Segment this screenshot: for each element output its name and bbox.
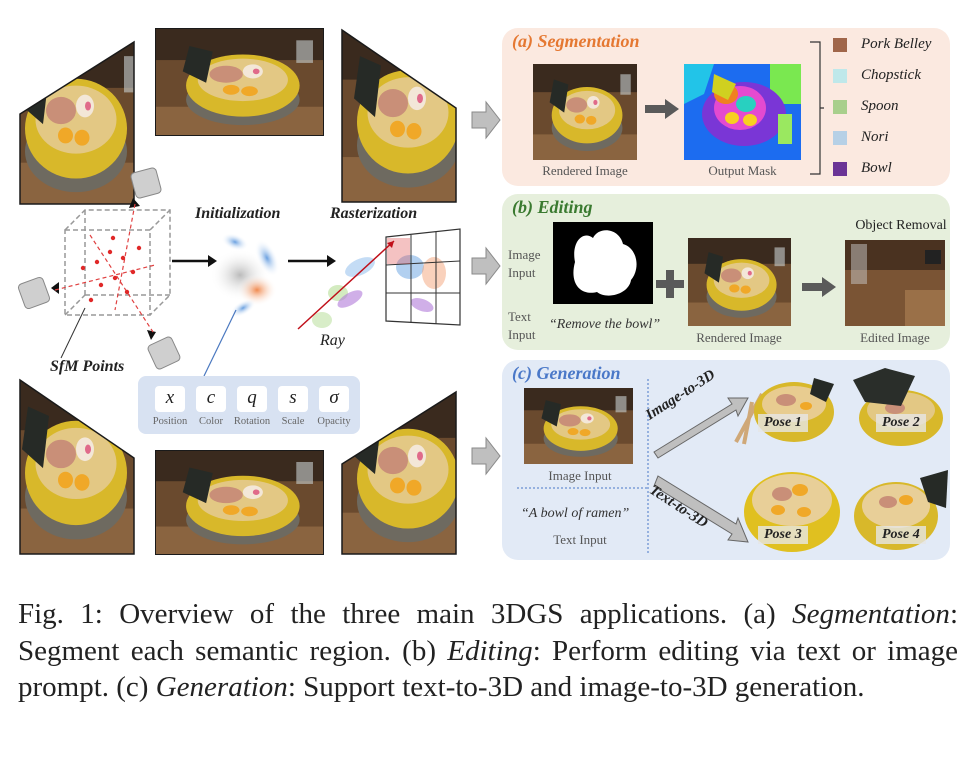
- pose-1-label: Pose 1: [758, 414, 808, 432]
- arrow-segmentation: [645, 99, 679, 119]
- arrow-to-generation: [471, 436, 501, 476]
- param-symbol: c: [196, 386, 226, 412]
- param-label: Scale: [281, 416, 305, 427]
- arrow-to-initialization: [172, 255, 217, 267]
- figure-caption: Fig. 1: Overview of the three main 3DGS …: [18, 598, 959, 703]
- arrow-to-editing: [471, 246, 501, 286]
- param-symbol: s: [278, 386, 308, 412]
- legend-swatch: [833, 130, 847, 145]
- legend-item: Bowl: [833, 160, 892, 177]
- segmentation-rendered-label: Rendered Image: [542, 163, 628, 178]
- param-symbol: q: [237, 386, 267, 412]
- pose-3-label: Pose 3: [758, 526, 808, 544]
- pose-2-image: [853, 368, 943, 446]
- camera-view-top-right: [341, 28, 457, 203]
- legend-bracket: [810, 41, 824, 175]
- generation-dividers: [517, 379, 649, 553]
- generation-text-input-label: Text Input: [553, 532, 607, 547]
- edited-image: [845, 240, 945, 326]
- editing-prompt: “Remove the bowl”: [549, 317, 661, 332]
- param-label: Position: [152, 416, 188, 427]
- legend-label: Nori: [861, 129, 889, 145]
- editing-rendered-label: Rendered Image: [696, 330, 782, 345]
- arrow-editing: [802, 277, 836, 297]
- segmentation-title: (a) Segmentation: [512, 31, 640, 51]
- arrow-to-segmentation: [471, 100, 501, 140]
- legend-swatch: [833, 161, 847, 176]
- editing-title: (b) Editing: [512, 197, 593, 217]
- camera-view-top-center: [155, 28, 324, 136]
- legend-swatch: [833, 99, 847, 114]
- output-mask-label: Output Mask: [708, 163, 777, 178]
- legend-swatch: [833, 37, 847, 52]
- legend-item: Nori: [833, 129, 889, 146]
- sfm-cube-diagram: [17, 167, 181, 370]
- param-symbol: σ: [319, 386, 349, 412]
- generation-prompt: “A bowl of ramen”: [521, 506, 630, 521]
- editing-rendered-image: [688, 238, 791, 326]
- editing-mask-input: [553, 222, 653, 304]
- edited-image-label: Edited Image: [860, 330, 930, 345]
- ray-label: Ray: [320, 332, 345, 349]
- object-removal-label: Object Removal: [855, 218, 947, 233]
- legend-label: Pork Belley: [861, 36, 932, 52]
- legend-swatch: [833, 68, 847, 83]
- legend-item: Spoon: [833, 98, 899, 115]
- output-mask: [684, 64, 801, 160]
- legend-item: Chopstick: [833, 67, 921, 84]
- arrow-to-rasterization: [288, 255, 336, 267]
- camera-view-bottom-left: [19, 378, 135, 555]
- param-label: Opacity: [317, 416, 351, 427]
- legend-item: Pork Belley: [833, 36, 931, 53]
- legend-label: Bowl: [861, 160, 892, 176]
- image-to-3d-arrow: [653, 397, 749, 459]
- camera-view-bottom-center: [155, 450, 324, 555]
- pose-2-label: Pose 2: [876, 414, 926, 432]
- rasterization-label: Rasterization: [330, 205, 418, 222]
- camera-view-bottom-right: [341, 390, 457, 555]
- legend-label: Spoon: [861, 98, 899, 114]
- editing-image-input-label: Image Input: [508, 247, 541, 280]
- param-label: Color: [199, 416, 223, 427]
- param-connector-line: [203, 309, 237, 377]
- generation-title: (c) Generation: [512, 363, 621, 383]
- editing-text-input-label: Text Input: [508, 309, 536, 342]
- text-to-3d-arrow: [653, 475, 749, 543]
- generation-image-input-label: Image Input: [548, 468, 612, 483]
- gaussians-initialization: [210, 233, 280, 318]
- param-label: Rotation: [233, 416, 271, 427]
- rasterization-grid: [297, 228, 461, 330]
- pose-1-image: [734, 378, 834, 445]
- plus-icon: [656, 270, 684, 298]
- initialization-label: Initialization: [195, 205, 281, 222]
- sfm-points-label: SfM Points: [50, 358, 125, 375]
- pose-4-label: Pose 4: [876, 526, 926, 544]
- param-symbol: x: [155, 386, 185, 412]
- legend-label: Chopstick: [861, 67, 921, 83]
- segmentation-rendered-image: [533, 64, 637, 160]
